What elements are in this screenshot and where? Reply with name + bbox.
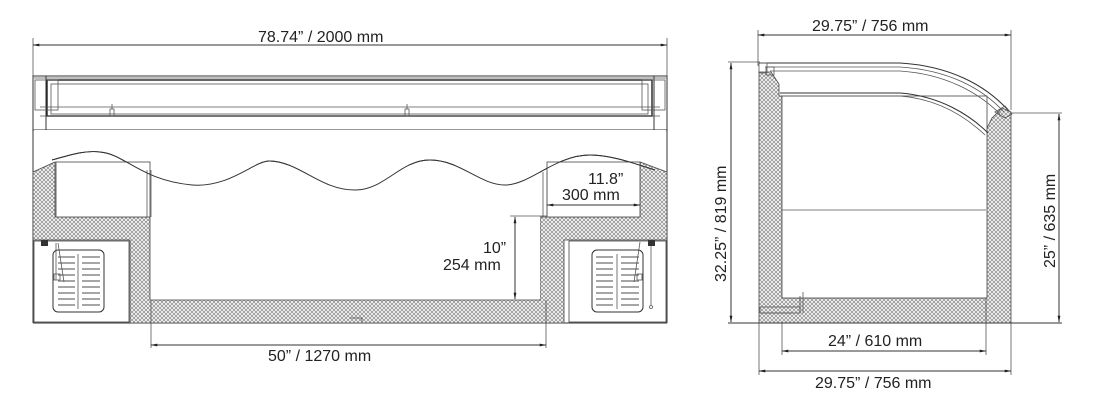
- left-compressor-bay: [33, 240, 130, 323]
- side-top-width-dimension: 29.75” / 756 mm: [757, 18, 1012, 110]
- glass-lid: [758, 62, 1013, 136]
- right-vent-grille: [591, 240, 655, 313]
- shelf-label-in: 11.8”: [588, 171, 623, 188]
- side-overall-height-dimension: 32.25” / 819 mm: [713, 61, 760, 323]
- side-overall-height-label: 32.25” / 819 mm: [713, 166, 730, 283]
- side-bottom-width-label: 29.75” / 756 mm: [815, 375, 932, 392]
- lid-frame: [32, 75, 668, 131]
- drain-icon: [350, 317, 363, 322]
- well-interior: [151, 165, 540, 299]
- side-top-width-label: 29.75” / 756 mm: [812, 18, 929, 35]
- right-compressor-bay: [568, 240, 667, 323]
- inner-width-label: 50” / 1270 mm: [268, 348, 371, 365]
- depth-label-mm: 254 mm: [443, 257, 501, 274]
- shelf-dimension: 11.8” 300 mm: [546, 171, 641, 207]
- inner-width-dimension: 50” / 1270 mm: [150, 300, 547, 365]
- left-upper-cavity: [55, 161, 151, 218]
- depth-label-in: 10”: [483, 240, 506, 257]
- side-inner-width-label: 24” / 610 mm: [828, 333, 922, 350]
- side-bottom-width-dimension: 29.75” / 756 mm: [758, 323, 1012, 392]
- side-inner-width-dimension: 24” / 610 mm: [781, 298, 987, 355]
- front-view: 78.74” / 2000 mm: [32, 29, 668, 365]
- depth-dimension: 10” 254 mm: [443, 215, 547, 300]
- side-front-height-label: 25” / 635 mm: [1042, 174, 1059, 268]
- side-interior: [781, 95, 988, 299]
- side-view: 29.75” / 756 mm: [713, 18, 1062, 392]
- shelf-label-mm: 300 mm: [562, 187, 620, 204]
- overall-width-label: 78.74” / 2000 mm: [258, 29, 383, 46]
- overall-width-dimension: 78.74” / 2000 mm: [32, 29, 668, 76]
- left-vent-grille: [41, 240, 105, 313]
- side-front-height-dimension: 25” / 635 mm: [1011, 112, 1062, 323]
- side-drain-fitting: [759, 292, 804, 314]
- right-upper-cavity: [546, 161, 641, 218]
